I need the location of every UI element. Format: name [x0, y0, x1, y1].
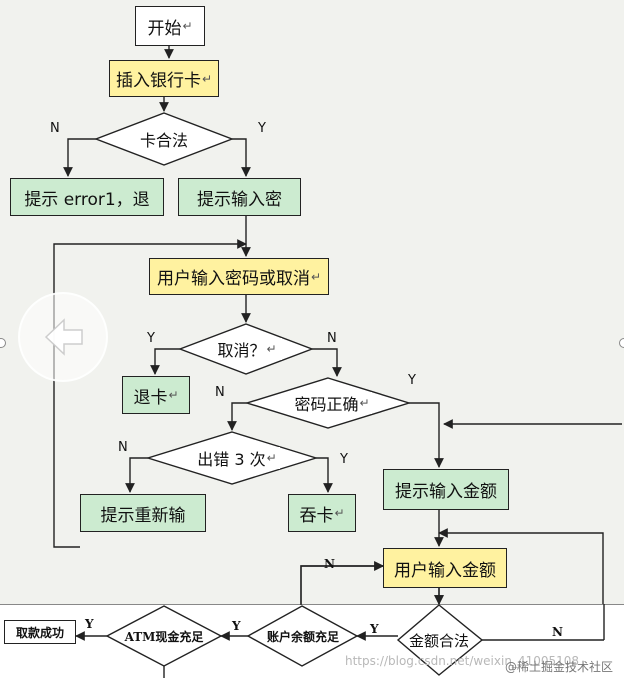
node-retry-prompt: 提示重新输: [80, 494, 206, 532]
arrow-left-icon: [44, 318, 83, 356]
label-no: N: [215, 385, 225, 400]
label-yes: Y: [258, 121, 266, 136]
watermark-site: @稀土掘金技术社区: [505, 660, 614, 674]
watermark-url: https://blog.csdn.net/weixin_41005108: [345, 654, 580, 668]
label-yes: Y: [408, 373, 416, 388]
node-eject-card: 退卡↵: [122, 376, 190, 414]
decision-password-correct: 密码正确↵: [292, 392, 372, 414]
label-no: N: [552, 625, 563, 639]
node-withdraw-success: 取款成功: [4, 620, 76, 644]
label-yes: Y: [370, 622, 379, 636]
node-start: 开始↵: [135, 6, 205, 46]
label-no: N: [50, 121, 60, 136]
decision-card-valid: 卡合法: [136, 128, 192, 150]
decision-atm-cash-sufficient: ATM现金充足: [124, 629, 204, 644]
label-yes: Y: [147, 331, 155, 346]
decision-cancel: 取消？↵: [212, 338, 282, 360]
node-prompt-amount: 提示输入金额: [383, 469, 509, 510]
node-user-input-password: 用户输入密码或取消↵: [149, 258, 329, 295]
label-no: N: [324, 557, 335, 571]
decision-amount-valid: 金额合法: [408, 631, 469, 650]
label-yes: Y: [340, 452, 348, 467]
label-no: N: [327, 331, 337, 346]
decision-balance-sufficient: 账户余额充足: [266, 629, 339, 644]
node-swallow-card: 吞卡↵: [288, 494, 356, 532]
node-error-exit: 提示 error1，退: [10, 178, 164, 216]
decision-error-3-times: 出错 3 次↵: [194, 447, 280, 469]
node-user-input-amount: 用户输入金额: [383, 548, 507, 588]
node-insert-card: 插入银行卡↵: [109, 60, 219, 97]
label-yes: Y: [232, 619, 241, 633]
edge-handle-right[interactable]: [619, 338, 624, 348]
edge-handle-left[interactable]: [0, 338, 6, 348]
back-button[interactable]: [18, 292, 108, 382]
node-prompt-password: 提示输入密: [178, 178, 301, 216]
label-no: N: [118, 440, 128, 455]
label-yes: Y: [85, 617, 94, 631]
